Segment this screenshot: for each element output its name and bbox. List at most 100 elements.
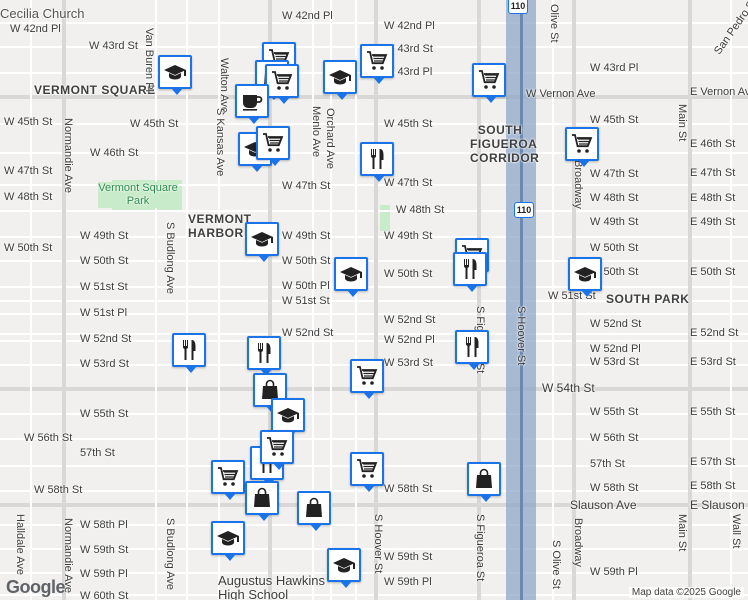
school-icon — [332, 553, 356, 577]
street-label: W 58th St — [384, 483, 433, 495]
street-label: S Budlong Ave — [164, 222, 176, 294]
street-label: S Hoover St — [372, 514, 384, 574]
map-attribution: Map data ©2025 Google — [628, 587, 744, 598]
street-label: W 49th St — [590, 216, 639, 228]
shopping-cart-icon — [216, 465, 240, 489]
map-pin-school[interactable] — [158, 55, 192, 95]
google-logo: Google — [6, 577, 66, 597]
map-pin-shopping-cart[interactable] — [360, 44, 394, 84]
street-label: W 46th St — [90, 147, 139, 159]
map-pin-shopping-cart[interactable] — [256, 126, 290, 166]
school-icon — [276, 403, 300, 427]
street-label: W 59th Pl — [80, 568, 128, 580]
street-label: 57th St — [590, 458, 625, 470]
map-pin-school[interactable] — [211, 521, 245, 561]
map-pin-shopping-cart[interactable] — [350, 452, 384, 492]
area-label-vermont-square: VERMONT SQUARE — [34, 83, 156, 97]
school-icon — [573, 262, 597, 286]
map-pin-shopping-bag[interactable] — [245, 481, 279, 521]
area-label-south-park: SOUTH PARK — [606, 292, 690, 306]
street-label: W 42nd Pl — [10, 23, 61, 35]
shopping-bag-icon — [250, 486, 274, 510]
street-label: W 52nd St — [590, 318, 642, 330]
shopping-cart-icon — [355, 457, 379, 481]
street-label: W 51st St — [282, 295, 330, 307]
street-label: W 49th St — [80, 230, 129, 242]
map-pin-school[interactable] — [323, 60, 357, 100]
street-label: E 53rd St — [690, 356, 736, 368]
street-label: Wall St — [730, 514, 742, 549]
street-label: W 43rd Pl — [590, 62, 639, 74]
street-label: S Hoover St — [515, 306, 527, 366]
street-label: W 55th St — [80, 408, 129, 420]
street-label: S Budlong Ave — [164, 518, 176, 590]
street-label: Halldale Ave — [14, 514, 26, 575]
map-pin-shopping-cart[interactable] — [565, 127, 599, 167]
map-pin-school[interactable] — [568, 257, 602, 297]
map-pin-school[interactable] — [245, 222, 279, 262]
map-pin-school[interactable] — [327, 548, 361, 588]
street-label: Main St — [676, 514, 688, 552]
map-pin-restaurant[interactable] — [455, 330, 489, 370]
map-pin-shopping-bag[interactable] — [467, 462, 501, 502]
map-pin-restaurant[interactable] — [453, 252, 487, 292]
restaurant-icon — [458, 257, 482, 281]
map-pin-restaurant[interactable] — [247, 336, 281, 376]
street-label: E Slauson — [690, 498, 745, 512]
map-pin-coffee[interactable] — [235, 84, 269, 124]
area-label-south-figueroa-corridor: SOUTH FIGUEROA CORRIDOR — [470, 123, 540, 165]
school-label: Augustus Hawkins High School — [218, 573, 325, 600]
street-label: E 49th St — [690, 216, 736, 228]
street-label: Main St — [676, 104, 688, 142]
street-label: W 49th St — [384, 230, 433, 242]
street-label: W 47th St — [590, 168, 639, 180]
street-label: W 45th St — [4, 116, 53, 128]
street-label: W 60th St — [80, 590, 129, 600]
street-label: W 56th St — [24, 432, 73, 444]
map-pin-restaurant[interactable] — [360, 142, 394, 182]
map-pin-shopping-cart[interactable] — [350, 359, 384, 399]
street-label: W 50th St — [282, 255, 331, 267]
school-icon — [250, 227, 274, 251]
street-label: Menlo Ave — [310, 106, 322, 158]
street-label: E Vernon Ave — [690, 86, 748, 98]
shopping-cart-icon — [261, 131, 285, 155]
street-label: W 42nd Pl — [282, 10, 333, 22]
street-label: W 43rd St — [384, 43, 433, 55]
map-pin-shopping-cart[interactable] — [260, 430, 294, 470]
map-pin-school[interactable] — [238, 132, 272, 172]
street-label: W 50th St — [4, 242, 53, 254]
street-label: Orchard Ave — [324, 108, 336, 169]
street-label: Normandie Ave — [62, 118, 74, 194]
street-label: W 45th St — [590, 114, 639, 126]
coffee-icon — [240, 89, 264, 113]
shopping-cart-icon — [477, 68, 501, 92]
street-label: E 55th St — [690, 406, 736, 418]
map-pin-shopping-cart[interactable] — [211, 460, 245, 500]
park-area — [380, 205, 390, 231]
street-label: W 50th St — [384, 268, 433, 280]
street-label: W 52nd Pl — [590, 343, 641, 355]
street-label: W 48th St — [590, 192, 639, 204]
restaurant-icon — [177, 338, 201, 362]
street-label: W 53rd St — [80, 358, 129, 370]
map-pin-school[interactable] — [271, 398, 305, 438]
street-label: W 55th St — [590, 406, 639, 418]
street-label: W 53rd St — [590, 356, 639, 368]
map-pin-shopping-bag[interactable] — [297, 491, 331, 531]
street-label: W 52nd St — [80, 333, 132, 345]
shopping-bag-icon — [258, 378, 282, 402]
street-label: E 50th St — [690, 266, 736, 278]
restaurant-icon — [460, 335, 484, 359]
map-pin-shopping-cart[interactable] — [265, 64, 299, 104]
map-pin-restaurant[interactable] — [172, 333, 206, 373]
map-pin-shopping-cart[interactable] — [472, 63, 506, 103]
street-label: W 47th St — [4, 165, 53, 177]
map-pin-school[interactable] — [334, 257, 368, 297]
street-label: E 52nd St — [690, 327, 739, 339]
shopping-cart-icon — [270, 69, 294, 93]
school-icon — [339, 262, 363, 286]
street-label: W 47th St — [282, 180, 331, 192]
shopping-cart-icon — [365, 49, 389, 73]
